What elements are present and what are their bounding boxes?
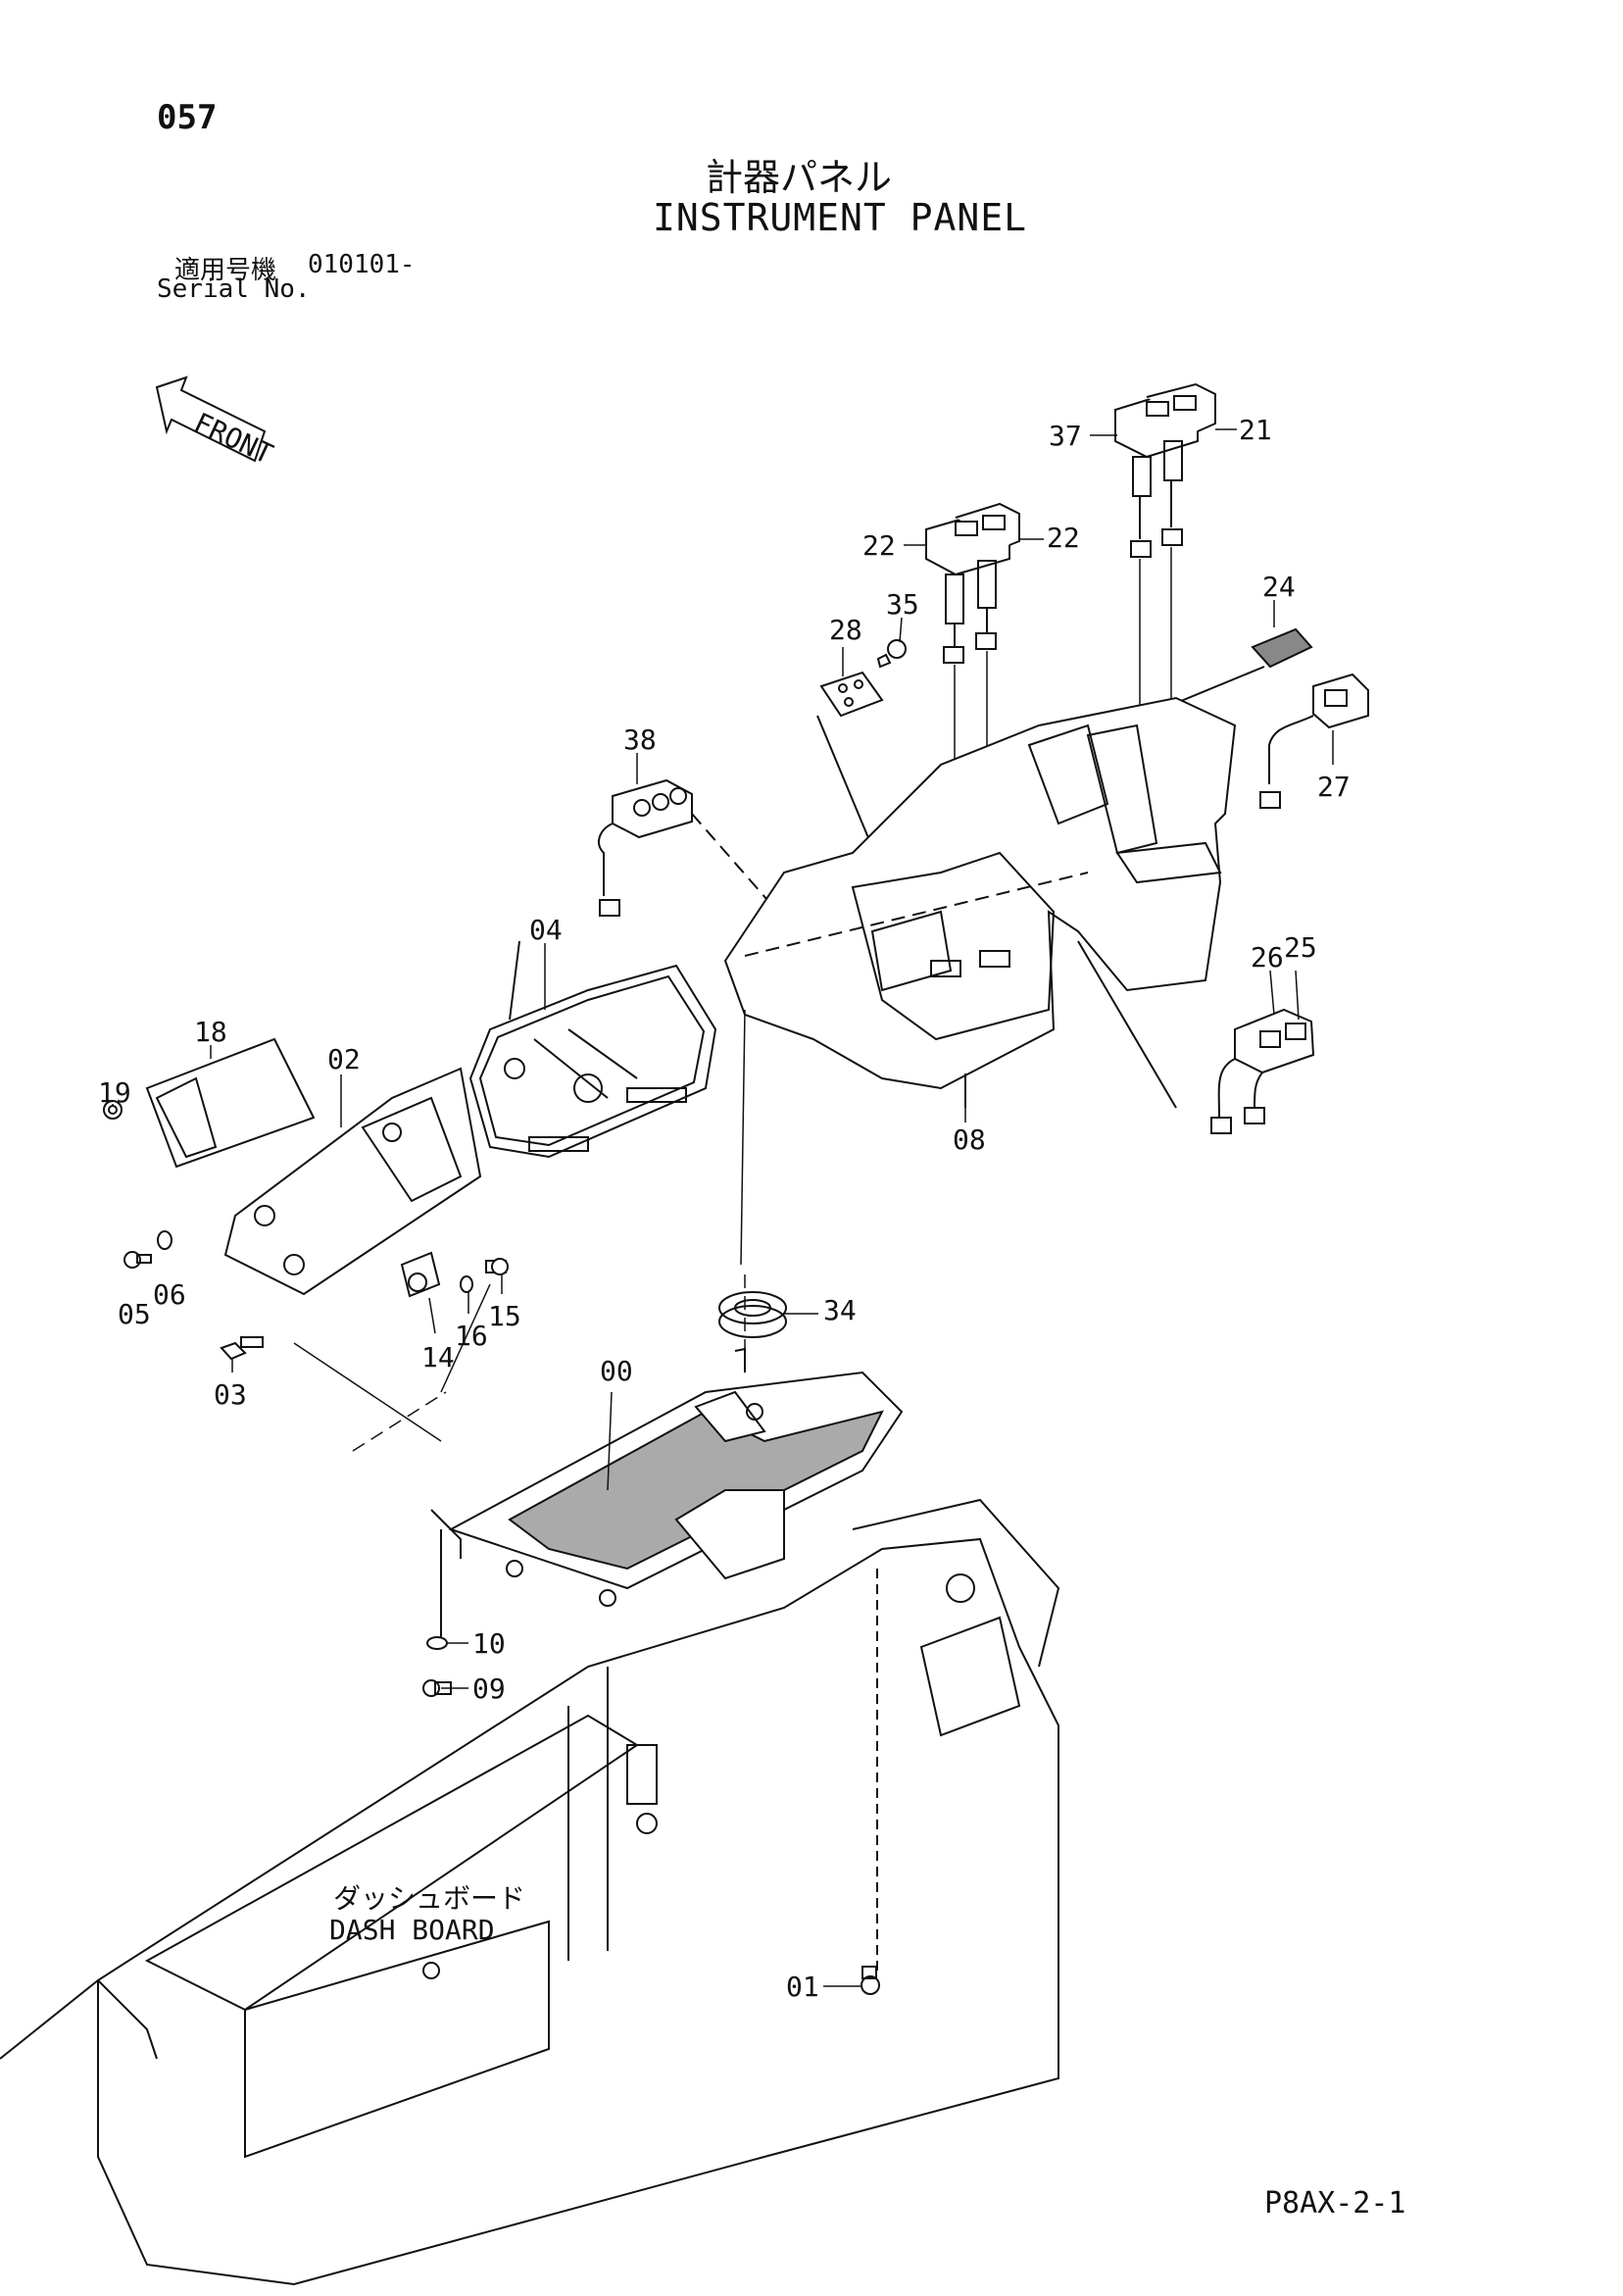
callout-15: 15: [488, 1300, 521, 1332]
front-arrow-icon: FRONT: [155, 375, 278, 471]
base-plate-00: [430, 1371, 904, 1637]
clamp-14: [400, 1251, 441, 1298]
dash-board: [0, 1498, 1060, 2286]
callout-01: 01: [786, 1971, 819, 2003]
plate-28: [816, 671, 912, 942]
callout-22-right: 22: [1047, 522, 1080, 554]
callout-06: 06: [153, 1278, 186, 1311]
switch-38: [598, 778, 775, 917]
callout-27: 27: [1317, 771, 1351, 803]
dash-board-label-jp: ダッシュボード: [333, 1882, 525, 1915]
bolt-01: [861, 1966, 880, 1995]
bolt-03: [220, 1336, 264, 1361]
callout-37: 37: [1049, 420, 1082, 452]
callout-22-left: 22: [862, 529, 896, 562]
callout-03: 03: [214, 1378, 247, 1411]
callout-26: 26: [1251, 941, 1284, 973]
serial-value: 010101-: [308, 250, 416, 279]
bolt-15: [485, 1258, 509, 1275]
callout-38: 38: [623, 724, 657, 756]
switch-22-22: [925, 502, 1020, 971]
callout-35: 35: [886, 588, 919, 621]
washer-16: [460, 1275, 473, 1293]
switch-26-25: [1210, 1008, 1315, 1134]
grommet-34: [718, 1291, 787, 1373]
callout-25: 25: [1284, 931, 1317, 964]
callout-28: 28: [829, 614, 862, 646]
serial-label-japanese: 適用号機: [174, 256, 277, 285]
callout-08: 08: [953, 1123, 986, 1156]
callout-02: 02: [327, 1043, 361, 1075]
callout-05: 05: [118, 1298, 151, 1330]
callout-09: 09: [472, 1672, 506, 1705]
callout-19: 19: [98, 1076, 131, 1109]
bolt-19: [103, 1100, 123, 1120]
title-english: INSTRUMENT PANEL: [653, 196, 1028, 239]
cover-18: [145, 1037, 316, 1169]
switch-27: [1259, 673, 1369, 809]
callout-16: 16: [455, 1320, 488, 1352]
callout-34: 34: [823, 1294, 857, 1326]
panel-cover-08: [723, 696, 1237, 1109]
screw-35: [876, 639, 907, 669]
callout-18: 18: [194, 1016, 227, 1048]
footer-code: P8AX-2-1: [1264, 2186, 1406, 2221]
washer-06: [157, 1230, 172, 1250]
serial-label-english: Serial No.: [157, 275, 311, 304]
bracket-02: [223, 1067, 482, 1296]
title-japanese: 計器パネル: [706, 156, 893, 199]
washer-10: [426, 1636, 448, 1650]
callout-00: 00: [600, 1355, 633, 1387]
callout-24: 24: [1262, 571, 1296, 603]
assembly-lines: [293, 1009, 746, 1452]
meter-04: [468, 940, 717, 1159]
bolt-05: [123, 1251, 152, 1269]
leader-lines: [112, 428, 1334, 1987]
dash-board-label-en: DASH BOARD: [329, 1914, 495, 1946]
page-number: 057: [157, 98, 218, 137]
callout-04: 04: [529, 914, 563, 946]
callout-21: 21: [1239, 414, 1272, 446]
callout-14: 14: [421, 1341, 455, 1373]
callout-10: 10: [472, 1627, 506, 1660]
